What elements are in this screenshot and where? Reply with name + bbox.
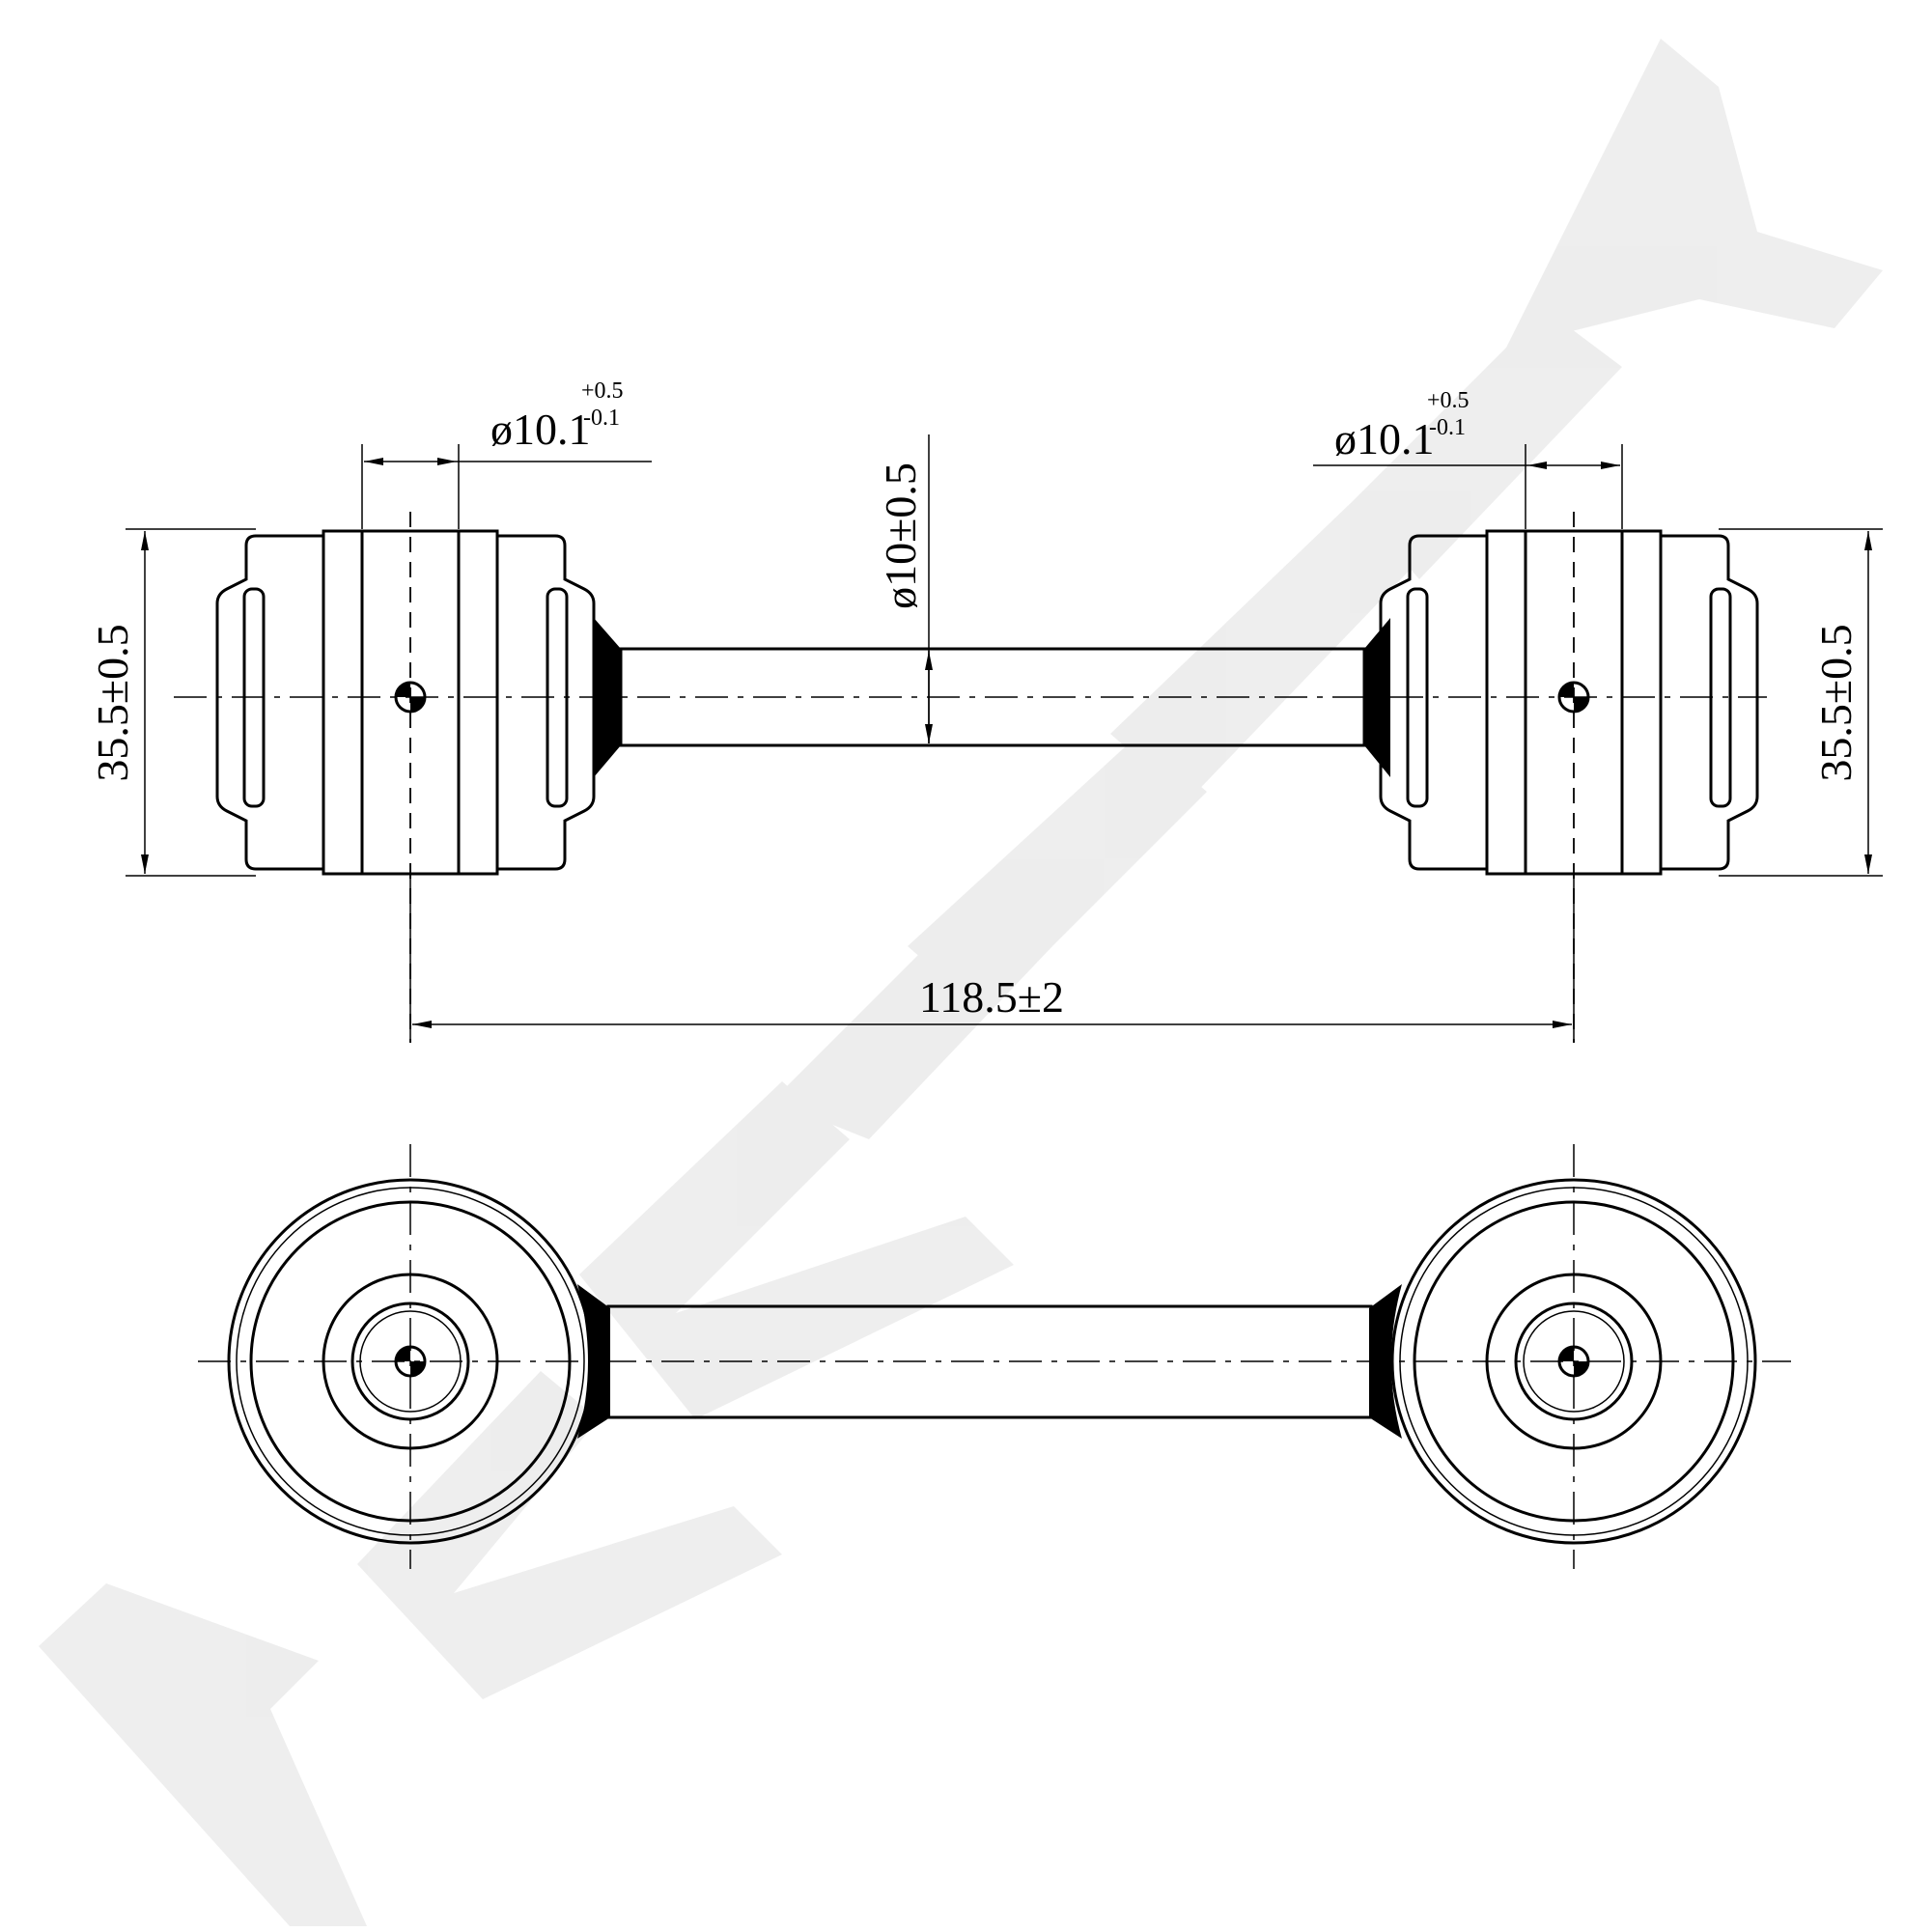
left-bore-main: ø10.1 <box>490 405 591 454</box>
rod-diameter-label: ø10±0.5 <box>876 462 925 609</box>
left-eye-plan <box>227 1144 594 1569</box>
right-bore-dimension: ø10.1 +0.5 -0.1 <box>1313 388 1623 529</box>
left-height-label: 35.5±0.5 <box>88 624 137 781</box>
right-bore-upper: +0.5 <box>1427 388 1470 413</box>
right-eye-plan <box>1390 1144 1757 1569</box>
right-bore-lower: -0.1 <box>1429 415 1466 440</box>
center-distance-dimension: 118.5±2 <box>409 874 1575 1043</box>
left-bore-dimension: ø10.1 +0.5 -0.1 <box>361 378 652 529</box>
right-bore-main: ø10.1 <box>1334 414 1435 463</box>
center-distance-label: 118.5±2 <box>919 972 1064 1022</box>
height-dimension-left: 35.5±0.5 <box>88 528 256 877</box>
left-bore-lower: -0.1 <box>583 406 620 431</box>
right-bushing-section <box>1379 512 1759 1043</box>
watermark-logo <box>39 39 1883 1926</box>
rod-diameter-dimension: ø10±0.5 <box>876 434 933 743</box>
plan-view <box>198 1144 1791 1569</box>
rod-section <box>594 618 1390 777</box>
left-bore-upper: +0.5 <box>581 378 624 404</box>
right-height-label: 35.5±0.5 <box>1811 624 1861 781</box>
height-dimension-right: 35.5±0.5 <box>1719 528 1883 877</box>
left-bushing-section <box>215 512 596 1043</box>
section-view: 35.5±0.5 35.5±0.5 ø10.1 +0.5 -0.1 ø10.1 <box>88 378 1883 1043</box>
